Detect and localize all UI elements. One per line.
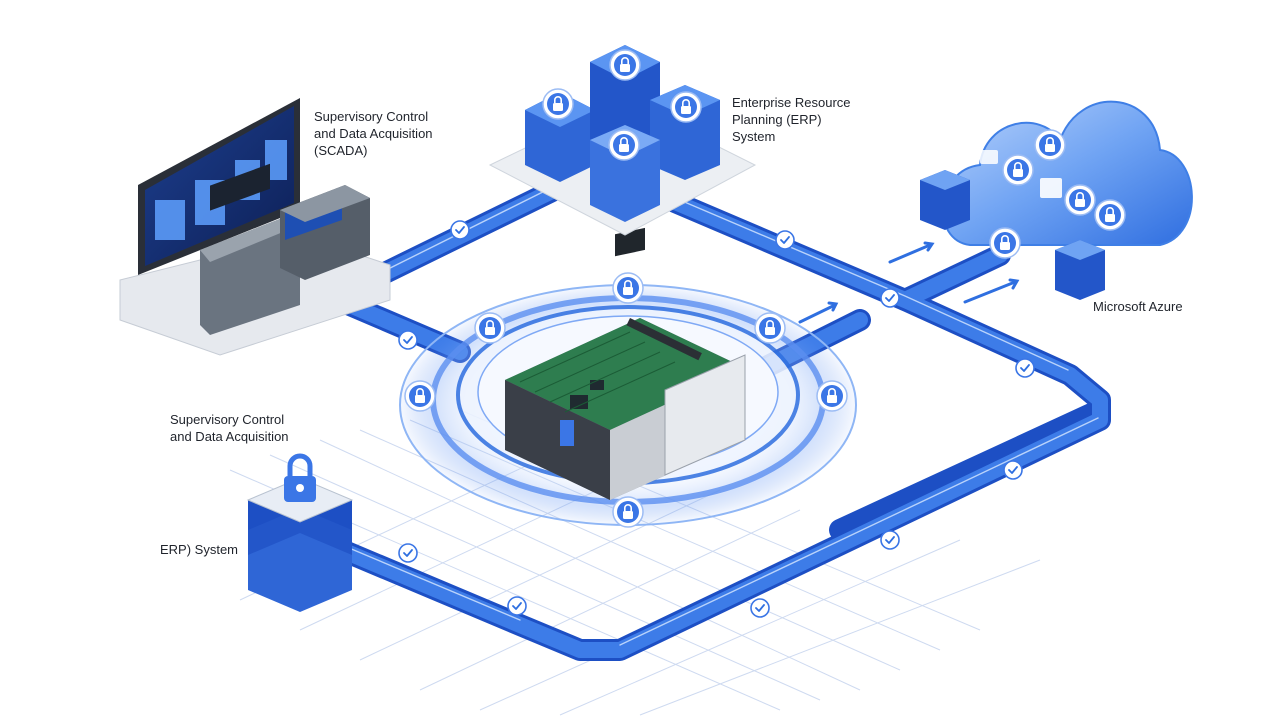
scada-workstation bbox=[119, 98, 391, 356]
erp-server-stack bbox=[246, 453, 354, 612]
server-icon bbox=[1055, 240, 1105, 300]
erp-label-top: Enterprise Resource Planning (ERP) Syste… bbox=[732, 95, 851, 144]
scada-label-left: Supervisory Control and Data Acquisition bbox=[170, 412, 289, 444]
azure-cloud bbox=[798, 100, 1193, 324]
lock-icon bbox=[284, 453, 316, 502]
cloud-icon bbox=[941, 100, 1193, 246]
control-panel bbox=[280, 185, 370, 280]
erp-label-left: ERP) System bbox=[160, 542, 239, 557]
azure-label: Microsoft Azure bbox=[1093, 299, 1183, 314]
server-icon bbox=[920, 170, 970, 230]
circuit-board-icon bbox=[505, 227, 746, 500]
erp-server-cluster bbox=[488, 45, 757, 236]
scada-label-top: Supervisory Control and Data Acquisition… bbox=[314, 109, 433, 158]
